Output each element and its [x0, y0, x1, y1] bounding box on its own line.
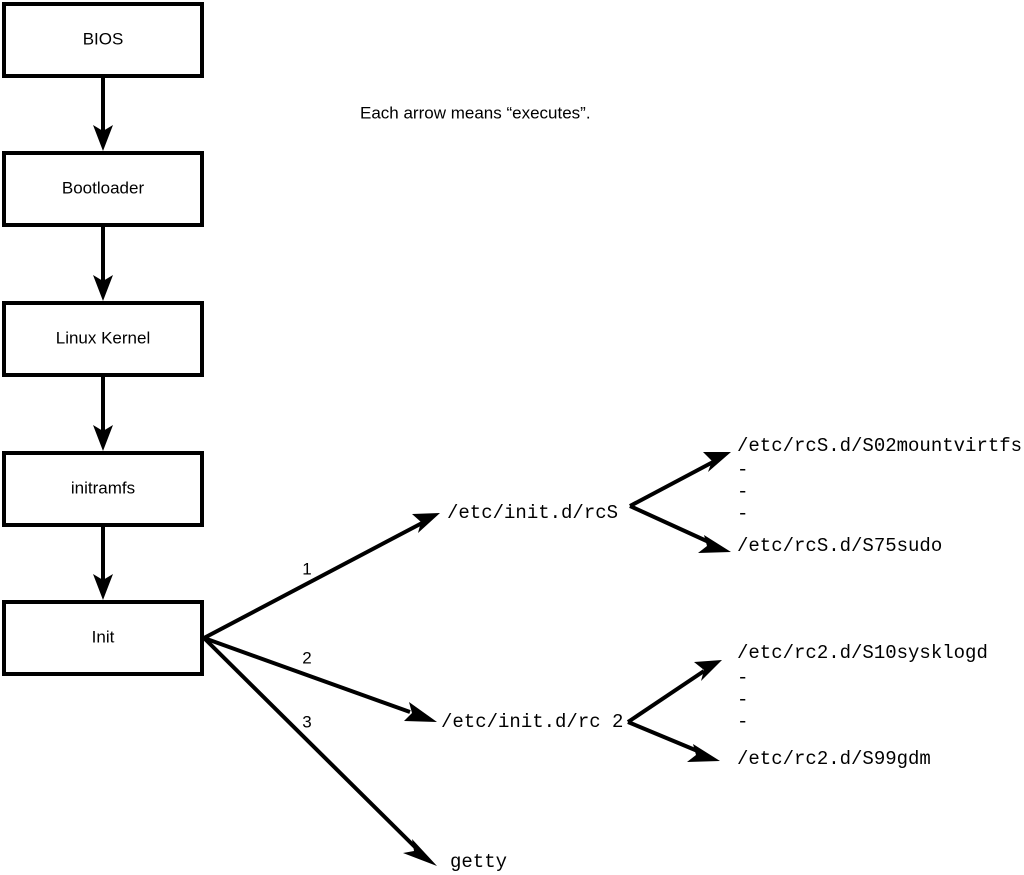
- node-bios-label: BIOS: [83, 29, 124, 48]
- node-init[interactable]: Init: [2, 600, 204, 676]
- arrow-rcs-to-last-target: [629, 504, 731, 553]
- rcs-target-last: /etc/rcS.d/S75sudo: [737, 535, 942, 557]
- arrow-kernel-to-initramfs: [93, 375, 113, 451]
- rcs-ellipsis-dash-1: -: [737, 459, 748, 481]
- rc2-target-first: /etc/rc2.d/S10sysklogd: [737, 642, 988, 664]
- arrow-init-to-rc2: [203, 636, 437, 722]
- rc2-ellipsis-dash-2: -: [737, 689, 748, 711]
- node-init-label: Init: [92, 627, 115, 646]
- edge-number-2: 2: [302, 648, 311, 667]
- edge-number-1: 1: [302, 559, 311, 578]
- node-bootloader[interactable]: Bootloader: [2, 151, 204, 227]
- arrow-initramfs-to-init: [93, 525, 113, 600]
- arrow-init-to-rcs: [203, 513, 440, 640]
- rc2-ellipsis-dash-1: -: [737, 667, 748, 689]
- arrow-rc2-to-last-target: [627, 720, 720, 762]
- rc2-ellipsis-dash-3: -: [737, 711, 748, 733]
- rcs-target-first: /etc/rcS.d/S02mountvirtfs: [737, 435, 1022, 457]
- arrow-bootloader-to-kernel: [93, 225, 113, 301]
- script-label-rcs: /etc/init.d/rcS: [447, 502, 618, 524]
- node-bootloader-label: Bootloader: [62, 178, 145, 197]
- rcs-ellipsis-dash-2: -: [737, 481, 748, 503]
- node-bios[interactable]: BIOS: [2, 2, 204, 78]
- arrow-rc2-to-first-target: [626, 660, 722, 724]
- edge-number-3: 3: [302, 712, 311, 731]
- arrow-init-to-getty: [202, 636, 437, 866]
- script-label-getty: getty: [450, 851, 507, 873]
- node-initramfs-rect: [2, 451, 204, 527]
- legend-note: Each arrow means “executes”.: [360, 103, 591, 122]
- node-bios-rect: [2, 2, 204, 78]
- node-linux-kernel[interactable]: Linux Kernel: [2, 301, 204, 377]
- node-initramfs[interactable]: initramfs: [2, 451, 204, 527]
- rc2-target-last: /etc/rc2.d/S99gdm: [737, 748, 931, 770]
- node-linux-kernel-label: Linux Kernel: [56, 328, 151, 347]
- script-label-rc2: /etc/init.d/rc 2: [441, 711, 623, 733]
- node-init-rect: [2, 600, 204, 676]
- rcs-ellipsis-dash-3: -: [737, 503, 748, 525]
- node-initramfs-label: initramfs: [71, 478, 135, 497]
- arrow-rcs-to-first-target: [629, 452, 731, 508]
- arrow-bios-to-bootloader: [93, 76, 113, 151]
